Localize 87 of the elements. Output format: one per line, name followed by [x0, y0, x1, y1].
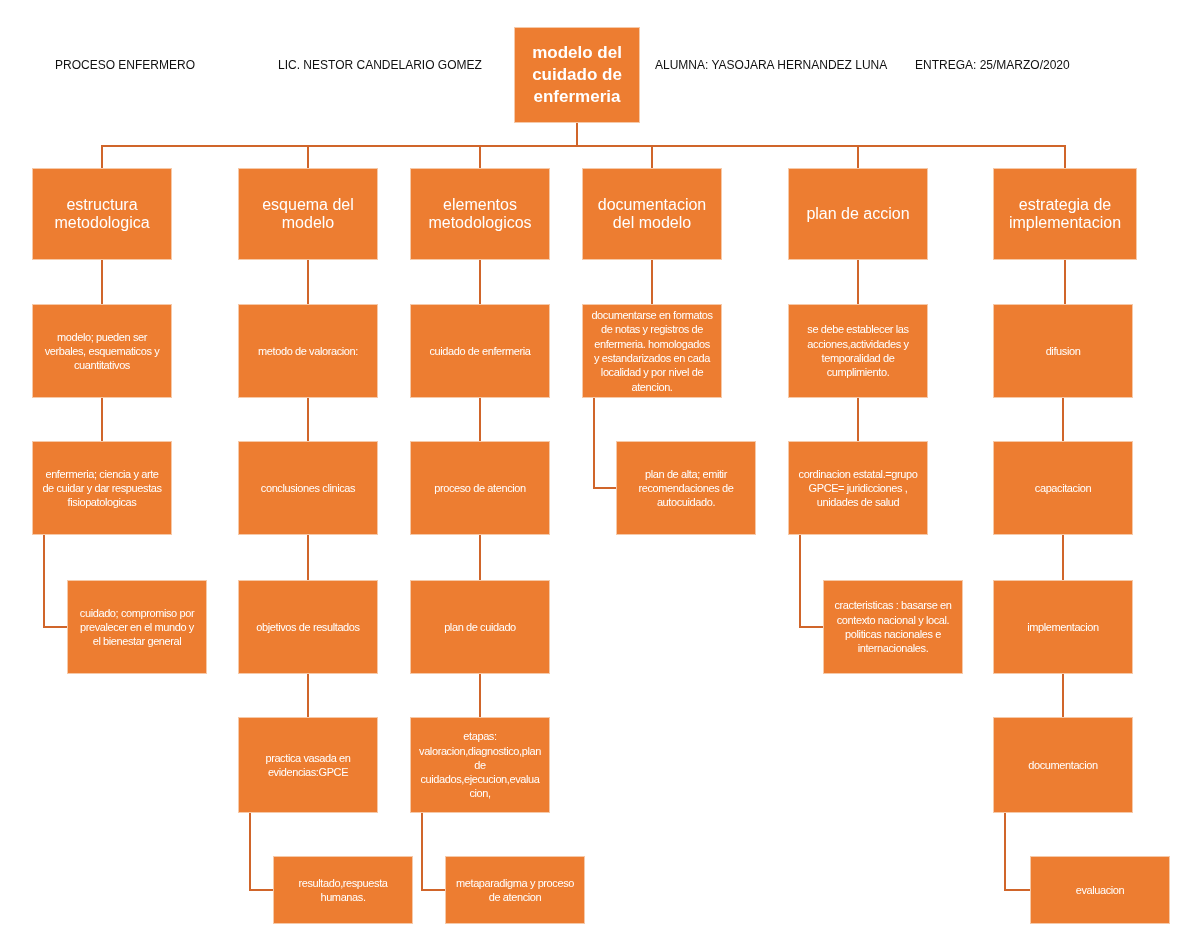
concept-box: [823, 580, 963, 674]
header-text: LIC. NESTOR CANDELARIO GOMEZ: [278, 58, 482, 72]
concept-box: [993, 717, 1133, 813]
concept-box: [238, 304, 378, 398]
connector-line: [593, 397, 617, 489]
connector-line: [1062, 397, 1064, 442]
concept-box: [1030, 856, 1170, 924]
connector-line: [307, 397, 309, 442]
concept-box: [788, 168, 928, 260]
node-text: etapas: valoracion,diagnostico,plan de cuidados,ejecucion,evaluacion,: [419, 729, 541, 801]
header-text: PROCESO ENFERMERO: [55, 58, 195, 72]
connector-line: [1064, 259, 1066, 305]
connector-line: [479, 397, 481, 442]
node-text: modelo; pueden ser verbales, esquematicos y cuantitativos: [43, 329, 161, 373]
concept-box: [993, 441, 1133, 535]
node-text: practica vasada en evidencias:GPCE: [264, 750, 352, 780]
node-text: plan de cuidado: [444, 619, 516, 635]
connector-line: [857, 397, 859, 442]
connector-line: [421, 812, 446, 891]
connector-line: [307, 673, 309, 718]
node-text: metodo de valoracion:: [258, 343, 358, 359]
connector-line: [857, 259, 859, 305]
node-text: metaparadigma y proceso de atencion: [455, 875, 575, 905]
concept-box: [32, 441, 172, 535]
node-text: plan de accion: [806, 204, 910, 224]
concept-box: [410, 441, 550, 535]
header-text: ALUMNA: YASOJARA HERNANDEZ LUNA: [655, 58, 888, 72]
node-text: capacitacion: [1034, 480, 1092, 496]
concept-box: [410, 304, 550, 398]
title-box: [514, 27, 640, 123]
connector-line: [307, 534, 309, 581]
node-text: implementacion: [1027, 619, 1099, 635]
node-text: estrategia de implementacion: [1007, 195, 1123, 233]
node-text: se debe establecer las acciones,actividades y temporalidad de cumplimiento.: [806, 322, 910, 380]
node-text: cracteristicas : basarse en contexto nacional y local. politicas nacionales e internacionales.: [833, 598, 953, 656]
connector-line: [249, 812, 274, 891]
node-text: enfermeria; ciencia y arte de cuidar y dar respuestas fisiopatologicas: [41, 466, 163, 510]
node-text: cuidado de enfermeria: [429, 343, 531, 359]
concept-box: [993, 304, 1133, 398]
concept-box: [32, 304, 172, 398]
header-text: ENTREGA: 25/MARZO/2020: [915, 58, 1070, 72]
concept-box: [238, 441, 378, 535]
concept-box: [410, 168, 550, 260]
concept-box: [238, 168, 378, 260]
concept-box: [238, 580, 378, 674]
node-text: objetivos de resultados: [256, 619, 360, 635]
connector-line: [43, 534, 68, 628]
concept-box: [616, 441, 756, 535]
node-text: modelo del cuidado de enfermeria: [531, 41, 623, 109]
node-text: documentacion del modelo: [596, 195, 708, 233]
concept-box: [410, 580, 550, 674]
node-text: plan de alta; emitir recomendaciones de autocuidado.: [637, 466, 735, 510]
connector-line: [1004, 812, 1031, 891]
concept-box: [238, 717, 378, 813]
node-text: evaluacion: [1075, 882, 1125, 898]
connector-line: [101, 397, 103, 442]
concept-box: [582, 168, 722, 260]
node-text: documentacion: [1028, 757, 1098, 773]
connector-line: [479, 259, 481, 305]
concept-box: [67, 580, 207, 674]
concept-box: [993, 580, 1133, 674]
connector-line: [799, 534, 824, 628]
node-text: resultado,respuesta humanas.: [297, 875, 389, 905]
node-text: cuidado; compromiso por prevalecer en el mundo y el bienestar general: [78, 605, 196, 649]
node-text: elementos metodologicos: [427, 195, 533, 233]
concept-box: [993, 168, 1137, 260]
connector-line: [479, 534, 481, 581]
node-text: esquema del modelo: [261, 195, 355, 233]
concept-box: [273, 856, 413, 924]
concept-box: [410, 717, 550, 813]
concept-box: [445, 856, 585, 924]
node-text: cordinacion estatal.=grupo GPCE= juridicciones , unidades de salud: [797, 466, 919, 510]
concept-box: [32, 168, 172, 260]
concept-box: [582, 304, 722, 398]
connector-line: [101, 259, 103, 305]
connector-line: [651, 259, 653, 305]
concept-box: [788, 304, 928, 398]
connector-line: [1062, 534, 1064, 581]
concept-box: [788, 441, 928, 535]
node-text: estructura metodologica: [53, 195, 151, 233]
connector-line: [479, 673, 481, 718]
connector-line: [1062, 673, 1064, 718]
connector-line: [307, 259, 309, 305]
node-text: conclusiones clinicas: [260, 480, 356, 496]
node-text: difusion: [1045, 343, 1081, 359]
node-text: documentarse en formatos de notas y registros de enfermeria. homologados y estandarizados en cada localidad y por nivel de atencion.: [591, 308, 713, 394]
node-text: proceso de atencion: [434, 480, 526, 496]
